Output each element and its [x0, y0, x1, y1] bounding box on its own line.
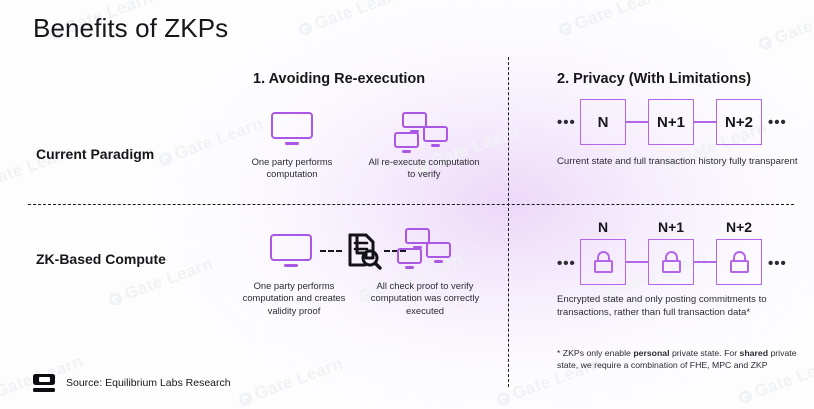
monitor-stand [402, 150, 411, 153]
monitor-screen [394, 132, 419, 148]
page-title: Benefits of ZKPs [33, 13, 229, 43]
row-label-current-paradigm: Current Paradigm [36, 146, 155, 162]
monitor-screen [397, 248, 422, 264]
watermark: Gate Learn [236, 354, 346, 409]
monitor-icon [426, 242, 451, 263]
gate-logo-icon [737, 388, 754, 405]
monitor-icon [397, 248, 422, 269]
logo-bottom-bar [33, 387, 55, 392]
footnote-bold-personal: personal [633, 348, 670, 358]
monitor-stand [405, 266, 414, 269]
description-zk-privacy: Encrypted state and only posting commitm… [557, 294, 767, 319]
watermark-text: Gate Learn [251, 353, 346, 404]
caption-all-check-proof: All check proof to verify computation wa… [370, 280, 480, 316]
lock-icon [593, 251, 613, 273]
monitor-icon [394, 132, 419, 153]
monitor-stand [431, 144, 440, 147]
watermark: Gate Learn [756, 0, 814, 54]
gate-logo-icon [757, 34, 774, 51]
monitor-stand [410, 130, 419, 133]
caption-one-party-performs: One party performs computation [251, 156, 333, 180]
source-attribution: Source: Equilibrium Labs Research [33, 372, 231, 394]
watermark-text: Gate Learn [571, 0, 666, 34]
block-n-plus-1: N+1 [648, 99, 694, 145]
block-label-n-plus-1: N+1 [657, 219, 685, 235]
block-n: N [580, 99, 626, 145]
gate-logo-icon [495, 390, 512, 407]
block-n-encrypted [580, 239, 626, 285]
column-header-privacy: 2. Privacy (With Limitations) [557, 71, 752, 87]
monitor-screen [426, 242, 451, 258]
gate-logo-icon [557, 20, 574, 37]
chain-connector [694, 261, 716, 263]
gate-logo-icon [107, 290, 124, 307]
block-n-plus-1-encrypted [648, 239, 694, 285]
watermark: Gate Learn [296, 0, 406, 40]
lock-icon [661, 251, 681, 273]
monitor-icon [270, 234, 312, 270]
gate-logo-icon [157, 150, 174, 167]
column-divider [508, 57, 509, 387]
monitor-stand [413, 246, 422, 249]
chain-connector [626, 121, 648, 123]
chain-trailing-ellipsis: ••• [768, 255, 787, 272]
equilibrium-logo-icon [33, 372, 55, 394]
monitor-screen [405, 228, 430, 244]
watermark: Gate Learn [556, 0, 666, 40]
lock-body [729, 260, 749, 273]
footnote-part-2: private state. For [669, 348, 740, 358]
lock-icon [729, 251, 749, 273]
footnote-bold-shared: shared [739, 348, 769, 358]
monitor-stand [434, 260, 443, 263]
chain-connector [626, 261, 648, 263]
chain-connector [694, 121, 716, 123]
caption-all-re-execute: All re-execute computation to verify [368, 156, 480, 180]
lock-body [593, 260, 613, 273]
monitor-stand [284, 142, 300, 146]
lock-shackle [596, 251, 610, 260]
source-text: Source: Equilibrium Labs Research [66, 377, 231, 389]
dashed-connector-left [320, 250, 342, 252]
block-n-plus-2-encrypted [716, 239, 762, 285]
watermark-text: Gate Learn [771, 0, 814, 48]
lock-body [661, 260, 681, 273]
chain-leading-ellipsis: ••• [557, 255, 576, 272]
block-label-n: N [597, 219, 609, 235]
description-current-privacy: Current state and full transaction histo… [557, 156, 798, 167]
monitor-icon [271, 112, 313, 148]
monitor-screen [270, 234, 312, 262]
gate-logo-icon [237, 390, 254, 407]
column-header-avoiding-re-execution: 1. Avoiding Re-execution [253, 71, 426, 87]
block-label-n-plus-2: N+2 [725, 219, 753, 235]
footnote-part-3: private state, we require a combination … [557, 348, 797, 370]
watermark-text: Gate Learn [311, 0, 406, 34]
row-divider [28, 204, 794, 205]
footnote-part-1: * ZKPs only enable [557, 348, 634, 358]
gate-logo-icon [297, 20, 314, 37]
row-label-zk-based-compute: ZK-Based Compute [36, 251, 166, 267]
lock-shackle [732, 251, 746, 260]
monitor-screen [402, 112, 427, 128]
monitor-screen [423, 126, 448, 142]
monitor-icon [423, 126, 448, 147]
chain-trailing-ellipsis: ••• [768, 114, 787, 131]
monitor-stand [283, 264, 299, 268]
chain-leading-ellipsis: ••• [557, 114, 576, 131]
monitor-icon [405, 228, 430, 249]
dashed-connector-right [384, 250, 406, 252]
caption-one-party-validity-proof: One party performs computation and creat… [242, 280, 346, 316]
lock-shackle [664, 251, 678, 260]
monitor-screen [271, 112, 313, 140]
monitor-icon [402, 112, 427, 133]
logo-inner-bar [38, 377, 50, 382]
block-n-plus-2: N+2 [716, 99, 762, 145]
logo-top-bar [33, 374, 55, 385]
footnote: * ZKPs only enable personal private stat… [557, 348, 802, 372]
